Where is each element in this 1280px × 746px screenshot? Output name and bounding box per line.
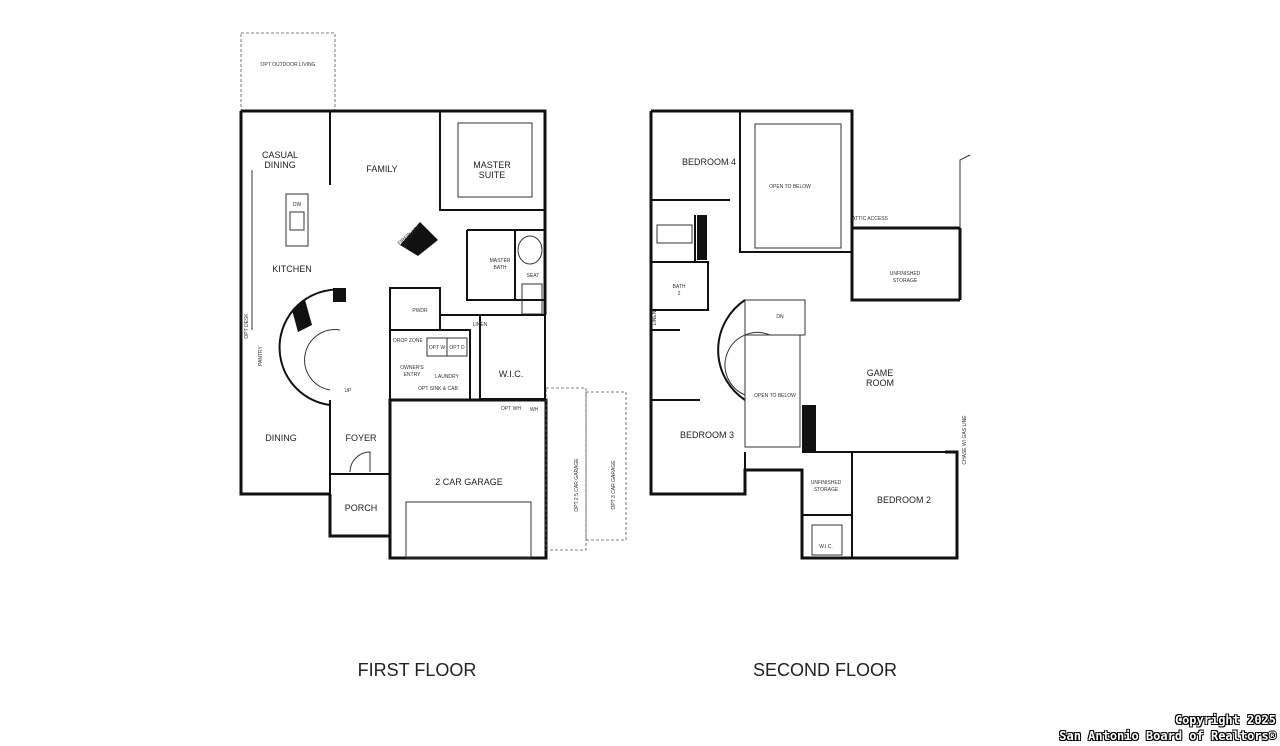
label-unfinished-b-1: UNFINISHED: [811, 480, 842, 486]
label-linen-2: LINEN: [652, 310, 658, 325]
garage-door: [405, 501, 532, 559]
label-opt-w: OPT W: [429, 345, 446, 351]
second-floor-outer-wall: [649, 109, 962, 560]
bathtub: [517, 235, 543, 265]
label-chase: CHASE W/ GAS LINE: [962, 415, 968, 465]
first-floor-plan: [239, 32, 627, 560]
label-kitchen: KITCHEN: [272, 264, 312, 274]
copyright-line-2: San Antonio Board of Realtors®: [1059, 729, 1276, 743]
stair-wall-block: [292, 300, 312, 332]
label-outdoor-living: OPT OUTDOOR LIVING: [261, 62, 316, 68]
label-garage: 2 CAR GARAGE: [435, 477, 503, 487]
porch-wall: [329, 473, 391, 537]
label-pwdr: PWDR: [412, 308, 428, 314]
label-game-1: GAME: [867, 368, 894, 378]
label-pantry: PANTRY: [258, 345, 264, 365]
first-floor-outer-wall: [239, 109, 547, 538]
label-drop-zone: DROP ZONE: [393, 338, 423, 344]
label-master-1: MASTER: [473, 160, 511, 170]
dryer: [446, 337, 468, 357]
opt-garage-extension-3: [585, 391, 627, 541]
second-floor-plan: [649, 109, 971, 560]
open-to-below-frame-1: [754, 123, 842, 249]
label-seat: SEAT: [527, 273, 540, 279]
bath-2-wall: [651, 215, 709, 311]
bath-2-tub: [656, 224, 693, 244]
label-opt-garage-3: OPT 3 CAR GARAGE: [611, 460, 617, 510]
label-foyer: FOYER: [345, 433, 377, 443]
label-unfinished-storage-1: UNFINISHED: [890, 271, 921, 277]
utility-walls: [389, 287, 480, 400]
stair-outer-curve: [278, 288, 346, 406]
label-porch: PORCH: [345, 503, 378, 513]
label-bath-2-2: 2: [678, 291, 681, 297]
label-master-2: SUITE: [479, 170, 506, 180]
label-up: UP: [345, 388, 353, 394]
label-dining: DINING: [265, 433, 297, 443]
stair-post-block: [333, 288, 346, 302]
first-floor-labels: OPT OUTDOOR LIVING CASUAL DINING FAMILY …: [244, 62, 617, 680]
fireplace-block: [400, 222, 438, 256]
label-bedroom-4: BEDROOM 4: [682, 157, 736, 167]
second-floor-labels: BEDROOM 4 OPEN TO BELOW ATTIC ACCESS UNF…: [652, 157, 968, 680]
label-wh: WH: [530, 407, 539, 413]
label-master-bath-1: MASTER: [490, 258, 511, 264]
second-floor-interior-wall: [651, 111, 852, 253]
label-dw: DW: [293, 202, 302, 208]
label-casual-1: CASUAL: [262, 150, 298, 160]
label-dn: DN: [776, 314, 784, 320]
label-opt-sink: OPT SINK & CAB: [418, 386, 458, 392]
label-bath-2-1: BATH: [673, 284, 686, 290]
label-owners-2: ENTRY: [404, 372, 422, 378]
walk-in-closet-wall: [479, 314, 546, 400]
label-unfinished-b-2: STORAGE: [814, 487, 839, 493]
label-bedroom-3: BEDROOM 3: [680, 430, 734, 440]
label-open-below-1: OPEN TO BELOW: [769, 184, 811, 190]
master-bath-wall: [466, 229, 545, 301]
label-wic: W.I.C.: [499, 369, 524, 379]
wic-box: [811, 524, 843, 556]
label-wic-2: W.I.C.: [819, 544, 833, 550]
first-floor-title: FIRST FLOOR: [358, 660, 477, 680]
label-opt-d: OPT D: [449, 345, 465, 351]
label-unfinished-storage-2: STORAGE: [893, 278, 918, 284]
label-opt-desk: OPT DESK: [244, 313, 250, 339]
second-floor-wall-block: [802, 405, 816, 453]
label-game-2: ROOM: [866, 378, 894, 388]
label-linen: LINEN: [473, 322, 488, 328]
opt-garage-extension: [545, 387, 587, 551]
label-family: FAMILY: [366, 164, 397, 174]
stair-inner-curve: [304, 329, 341, 391]
master-tray-ceiling: [457, 122, 533, 198]
stair-upper-outer-curve: [717, 299, 746, 401]
label-opt-garage-25: OPT 2.5 CAR GARAGE: [574, 458, 580, 512]
stair-upper-landing: [744, 299, 806, 336]
master-suite-wall: [439, 111, 545, 211]
bedroom-2-wall: [802, 451, 945, 558]
stair-upper-inner-curve: [724, 332, 771, 396]
bedroom-3-wall: [651, 329, 746, 470]
copyright-watermark: Copyright 2025 San Antonio Board of Real…: [1059, 712, 1276, 744]
second-floor-title: SECOND FLOOR: [753, 660, 897, 680]
label-attic: ATTIC ACCESS: [852, 216, 888, 222]
label-opt-wh: OPT WH: [501, 406, 521, 412]
label-owners-1: OWNER'S: [400, 365, 424, 371]
copyright-line-1: Copyright 2025: [1174, 713, 1276, 727]
bath-2-wall-block: [697, 215, 707, 260]
open-to-below-frame-2: [744, 334, 801, 448]
label-bedroom-2: BEDROOM 2: [877, 495, 931, 505]
kitchen-sink: [289, 211, 305, 231]
outdoor-living-area: [240, 32, 336, 112]
label-casual-2: DINING: [264, 160, 296, 170]
label-open-below-2: OPEN TO BELOW: [754, 393, 796, 399]
kitchen-island: [285, 193, 309, 247]
label-laundry: LAUNDRY: [435, 374, 459, 380]
second-floor-edge-line: [959, 154, 971, 228]
front-door-swing: [349, 451, 371, 473]
label-master-bath-2: BATH: [494, 265, 507, 271]
